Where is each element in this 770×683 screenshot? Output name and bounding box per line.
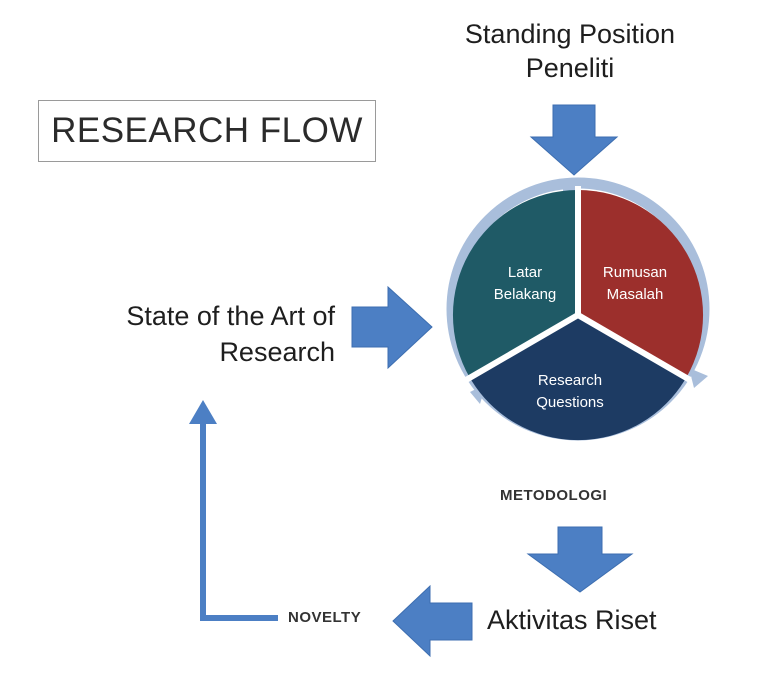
state-of-art-line2: Research: [219, 337, 335, 367]
standing-position-line1: Standing Position: [464, 19, 676, 49]
separator-line: [576, 312, 692, 383]
state-of-art-label: State of the Art of Research: [60, 298, 335, 370]
standing-position-label: Standing Position Peneliti: [420, 17, 720, 85]
standing-position-line2: Peneliti: [525, 53, 615, 83]
aktivitas-riset-label: Aktivitas Riset: [487, 605, 657, 635]
title-box: RESEARCH FLOW: [38, 100, 376, 162]
arrow-left-novelty: [392, 584, 473, 658]
segment-label-latar-belakang: Latar Belakang: [493, 264, 557, 303]
segment-label-research-questions: Research Questions: [536, 372, 604, 411]
page-title: RESEARCH FLOW: [51, 111, 363, 150]
metodologi-label: METODOLOGI: [500, 487, 608, 504]
segment-label-rumusan-masalah: Rumusan Masalah: [602, 264, 668, 303]
arrow-down-metodologi: [526, 526, 634, 593]
feedback-arrowhead: [189, 400, 217, 424]
arrow-down-standing: [529, 104, 619, 176]
arrow-right-state: [351, 285, 433, 370]
state-of-art-line1: State of the Art of: [126, 301, 335, 331]
ring-arrowhead-right: [689, 368, 708, 388]
feedback-line: [200, 418, 278, 621]
novelty-label: NOVELTY: [288, 609, 362, 626]
separator-line: [464, 312, 580, 383]
